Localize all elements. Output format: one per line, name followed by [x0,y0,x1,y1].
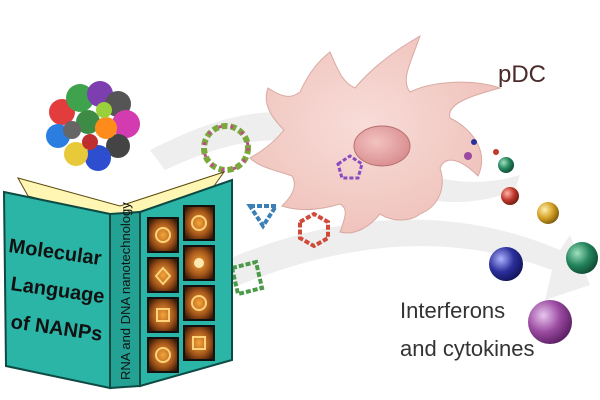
book: Molecular Language of NANPs RNA and DNA … [2,171,233,390]
nanp-triangle [246,204,280,230]
cell-nucleus [353,125,411,167]
book-spine-text: RNA and DNA nanotechnology [118,202,133,380]
pdc-cell [249,34,502,234]
nanp-hexagon [298,211,330,249]
output-label-line2: and cytokines [400,336,535,361]
cytokine-yellow [537,202,559,224]
cell-label: pDC [498,61,546,88]
nanp-square [229,259,265,297]
particle-small-purple [464,152,472,160]
output-label-line1: Interferons [400,298,505,323]
cytokine-red [501,187,519,205]
cytokine-green-small [498,157,514,173]
nanp-pentagon [336,154,364,180]
particle-tiny [471,139,477,145]
cytokine-green-large [566,242,598,274]
cytokine-purple [528,300,572,344]
nanp-structures [46,81,364,297]
released-particles [464,139,499,160]
microscopy-tiles [147,205,215,373]
nanp-cube-cluster [46,81,140,171]
particle-small-red [493,149,499,155]
cytokine-spheres [489,157,598,344]
cytokine-blue [489,247,523,281]
